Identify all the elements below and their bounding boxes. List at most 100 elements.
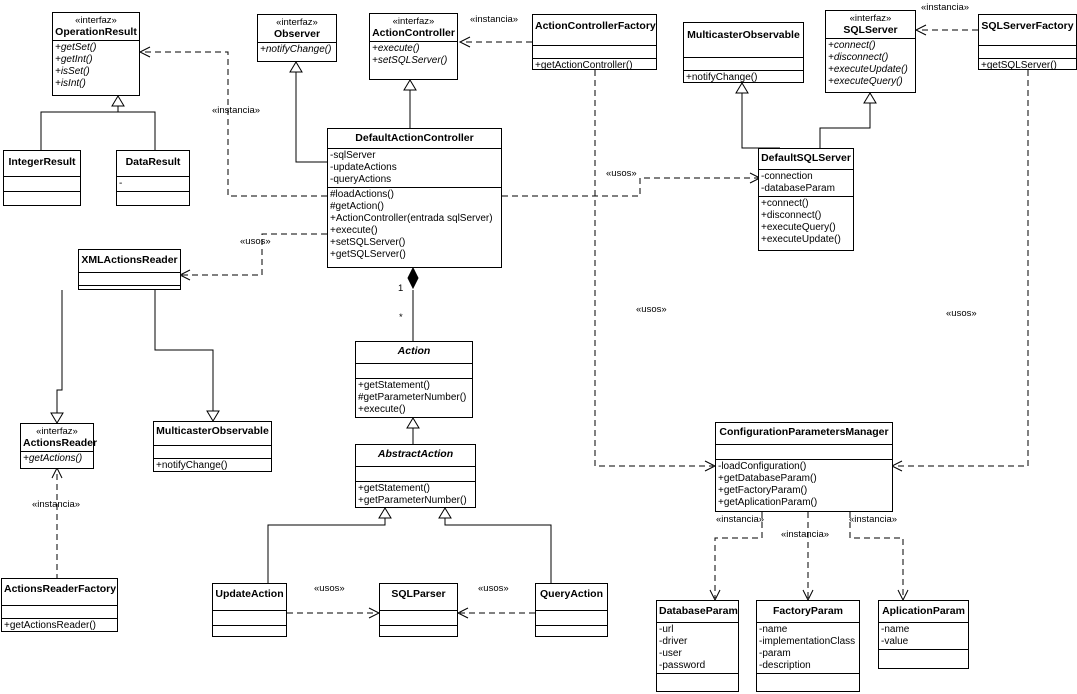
class-name: SQLServerFactory — [981, 20, 1074, 32]
methods: +notifyChange() — [154, 459, 271, 473]
methods: +getSQLServer() — [979, 59, 1076, 73]
methods: -loadConfiguration() +getDatabaseParam()… — [716, 460, 892, 511]
methods: +getActions() — [21, 452, 93, 468]
method: +notifyChange() — [260, 44, 332, 55]
class-name: ActionsReader — [23, 437, 98, 449]
edge-update-to-abstract — [267, 518, 386, 583]
label-instancia-actioncontroller: «instancia» — [470, 14, 519, 25]
class-databaseparam: DatabaseParam -url -driver -user -passwo… — [656, 600, 739, 692]
method: +getStatement() — [358, 380, 430, 391]
class-defaultactioncontroller: DefaultActionController -sqlServer -upda… — [327, 128, 502, 268]
class-integerresult: IntegerResult — [3, 150, 81, 206]
attribute: -updateActions — [330, 162, 397, 173]
methods: +getStatement() +getParameterNumber() — [356, 482, 475, 508]
methods: +getStatement() #getParameterNumber() +e… — [356, 379, 472, 417]
class-updateaction: UpdateAction — [212, 583, 287, 637]
attributes: -name -implementationClass -param -descr… — [757, 623, 859, 674]
attributes — [356, 467, 475, 482]
class-actionsreaderfactory: ActionsReaderFactory +getActionsReader() — [1, 578, 118, 632]
class-factoryparam: FactoryParam -name -implementationClass … — [756, 600, 860, 692]
gen-head-actioncontroller — [403, 79, 417, 91]
method: +disconnect() — [828, 52, 889, 63]
label-instancia-sqlserver: «instancia» — [921, 2, 970, 13]
attributes — [79, 273, 180, 286]
attributes: - — [117, 177, 189, 192]
label-mult-many: * — [399, 312, 403, 323]
method: +isSet() — [55, 66, 90, 77]
composition-diamond — [407, 266, 419, 290]
method: +getActionController() — [535, 60, 633, 71]
attributes — [4, 177, 80, 192]
arrowhead-sqlparser-right — [456, 607, 469, 619]
label-usos-acfactory: «usos» — [636, 304, 667, 315]
edge-xmlreader-to-multicaster — [154, 290, 214, 411]
stereotype: «interfaz» — [849, 13, 892, 24]
label-instancia-factoryparam: «instancia» — [781, 529, 830, 540]
class-abstractaction: AbstractAction +getStatement() +getParam… — [355, 444, 476, 508]
gen-head-actionsreader — [50, 412, 64, 424]
attribute: -driver — [659, 636, 688, 647]
label-instancia-databaseparam: «instancia» — [716, 514, 765, 525]
method: +setSQLServer() — [330, 237, 406, 248]
edge-acfactory-usos-config — [594, 70, 713, 467]
edge-defaultsql-to-multicaster — [741, 93, 780, 149]
attributes — [979, 46, 1076, 59]
methods: +getActionsReader() — [2, 619, 117, 633]
class-dataresult: DataResult - — [116, 150, 190, 206]
class-name: OperationResult — [55, 26, 137, 38]
method: +getSet() — [55, 42, 97, 53]
label-usos-sqlfactory: «usos» — [946, 308, 977, 319]
class-name: AplicationParam — [882, 605, 965, 617]
methods — [536, 626, 607, 638]
class-action: Action +getStatement() #getParameterNumb… — [355, 341, 473, 418]
stereotype: «interfaz» — [392, 16, 435, 27]
methods — [657, 674, 738, 691]
class-name: ActionControllerFactory — [535, 20, 656, 32]
class-sqlparser: SQLParser — [379, 583, 458, 637]
label-usos-defaultsql: «usos» — [606, 168, 637, 179]
class-actioncontroller: «interfaz» ActionController +execute() +… — [369, 13, 458, 80]
label-usos-update-sqlparser: «usos» — [314, 583, 345, 594]
class-name: Action — [397, 345, 431, 357]
method: +isInt() — [55, 78, 86, 89]
class-operationresult: «interfaz» OperationResult +getSet() +ge… — [52, 12, 140, 96]
method: +getAplicationParam() — [718, 497, 818, 508]
attribute: -implementationClass — [759, 636, 856, 647]
class-multicasterobservable-top: MulticasterObservable +notifyChange() — [683, 22, 804, 83]
class-name: DataResult — [125, 156, 181, 168]
attribute: -url — [659, 624, 674, 635]
attribute: -password — [659, 660, 706, 671]
methods: +getSet() +getInt() +isSet() +isInt() — [53, 41, 139, 95]
methods — [757, 674, 859, 691]
arrowhead-actioncontroller — [458, 36, 471, 48]
class-name: MulticasterObservable — [156, 425, 269, 437]
method: +executeQuery() — [761, 222, 836, 233]
methods — [79, 286, 180, 298]
class-sqlserverfactory: SQLServerFactory +getSQLServer() — [978, 14, 1077, 73]
label-usos-query-sqlparser: «usos» — [478, 583, 509, 594]
class-actionsreader: «interfaz» ActionsReader +getActions() — [20, 423, 98, 469]
method: +getInt() — [55, 54, 93, 65]
method: +getDatabaseParam() — [718, 473, 817, 484]
method: +notifyChange() — [686, 72, 758, 83]
arrowhead-sqlserver — [914, 24, 927, 36]
attributes — [536, 611, 607, 626]
attribute: -connection — [761, 171, 813, 182]
attributes — [533, 46, 656, 59]
class-xmlactionsreader: XMLActionsReader — [78, 249, 181, 290]
method: +setSQLServer() — [372, 55, 448, 66]
attributes: -sqlServer -updateActions -queryActions — [328, 149, 501, 188]
class-name: SQLParser — [391, 588, 446, 600]
method: #getParameterNumber() — [358, 392, 467, 403]
class-name: DatabaseParam — [659, 605, 738, 617]
edge-xmlreader-to-actionsreader — [56, 290, 63, 413]
methods — [117, 192, 189, 205]
methods — [4, 192, 80, 205]
method: +connect() — [761, 198, 809, 209]
attributes — [380, 611, 457, 626]
method: +executeUpdate() — [828, 64, 908, 75]
class-name: AbstractAction — [377, 448, 454, 460]
class-name: ActionController — [372, 27, 455, 39]
gen-head-operationresult — [111, 95, 125, 107]
